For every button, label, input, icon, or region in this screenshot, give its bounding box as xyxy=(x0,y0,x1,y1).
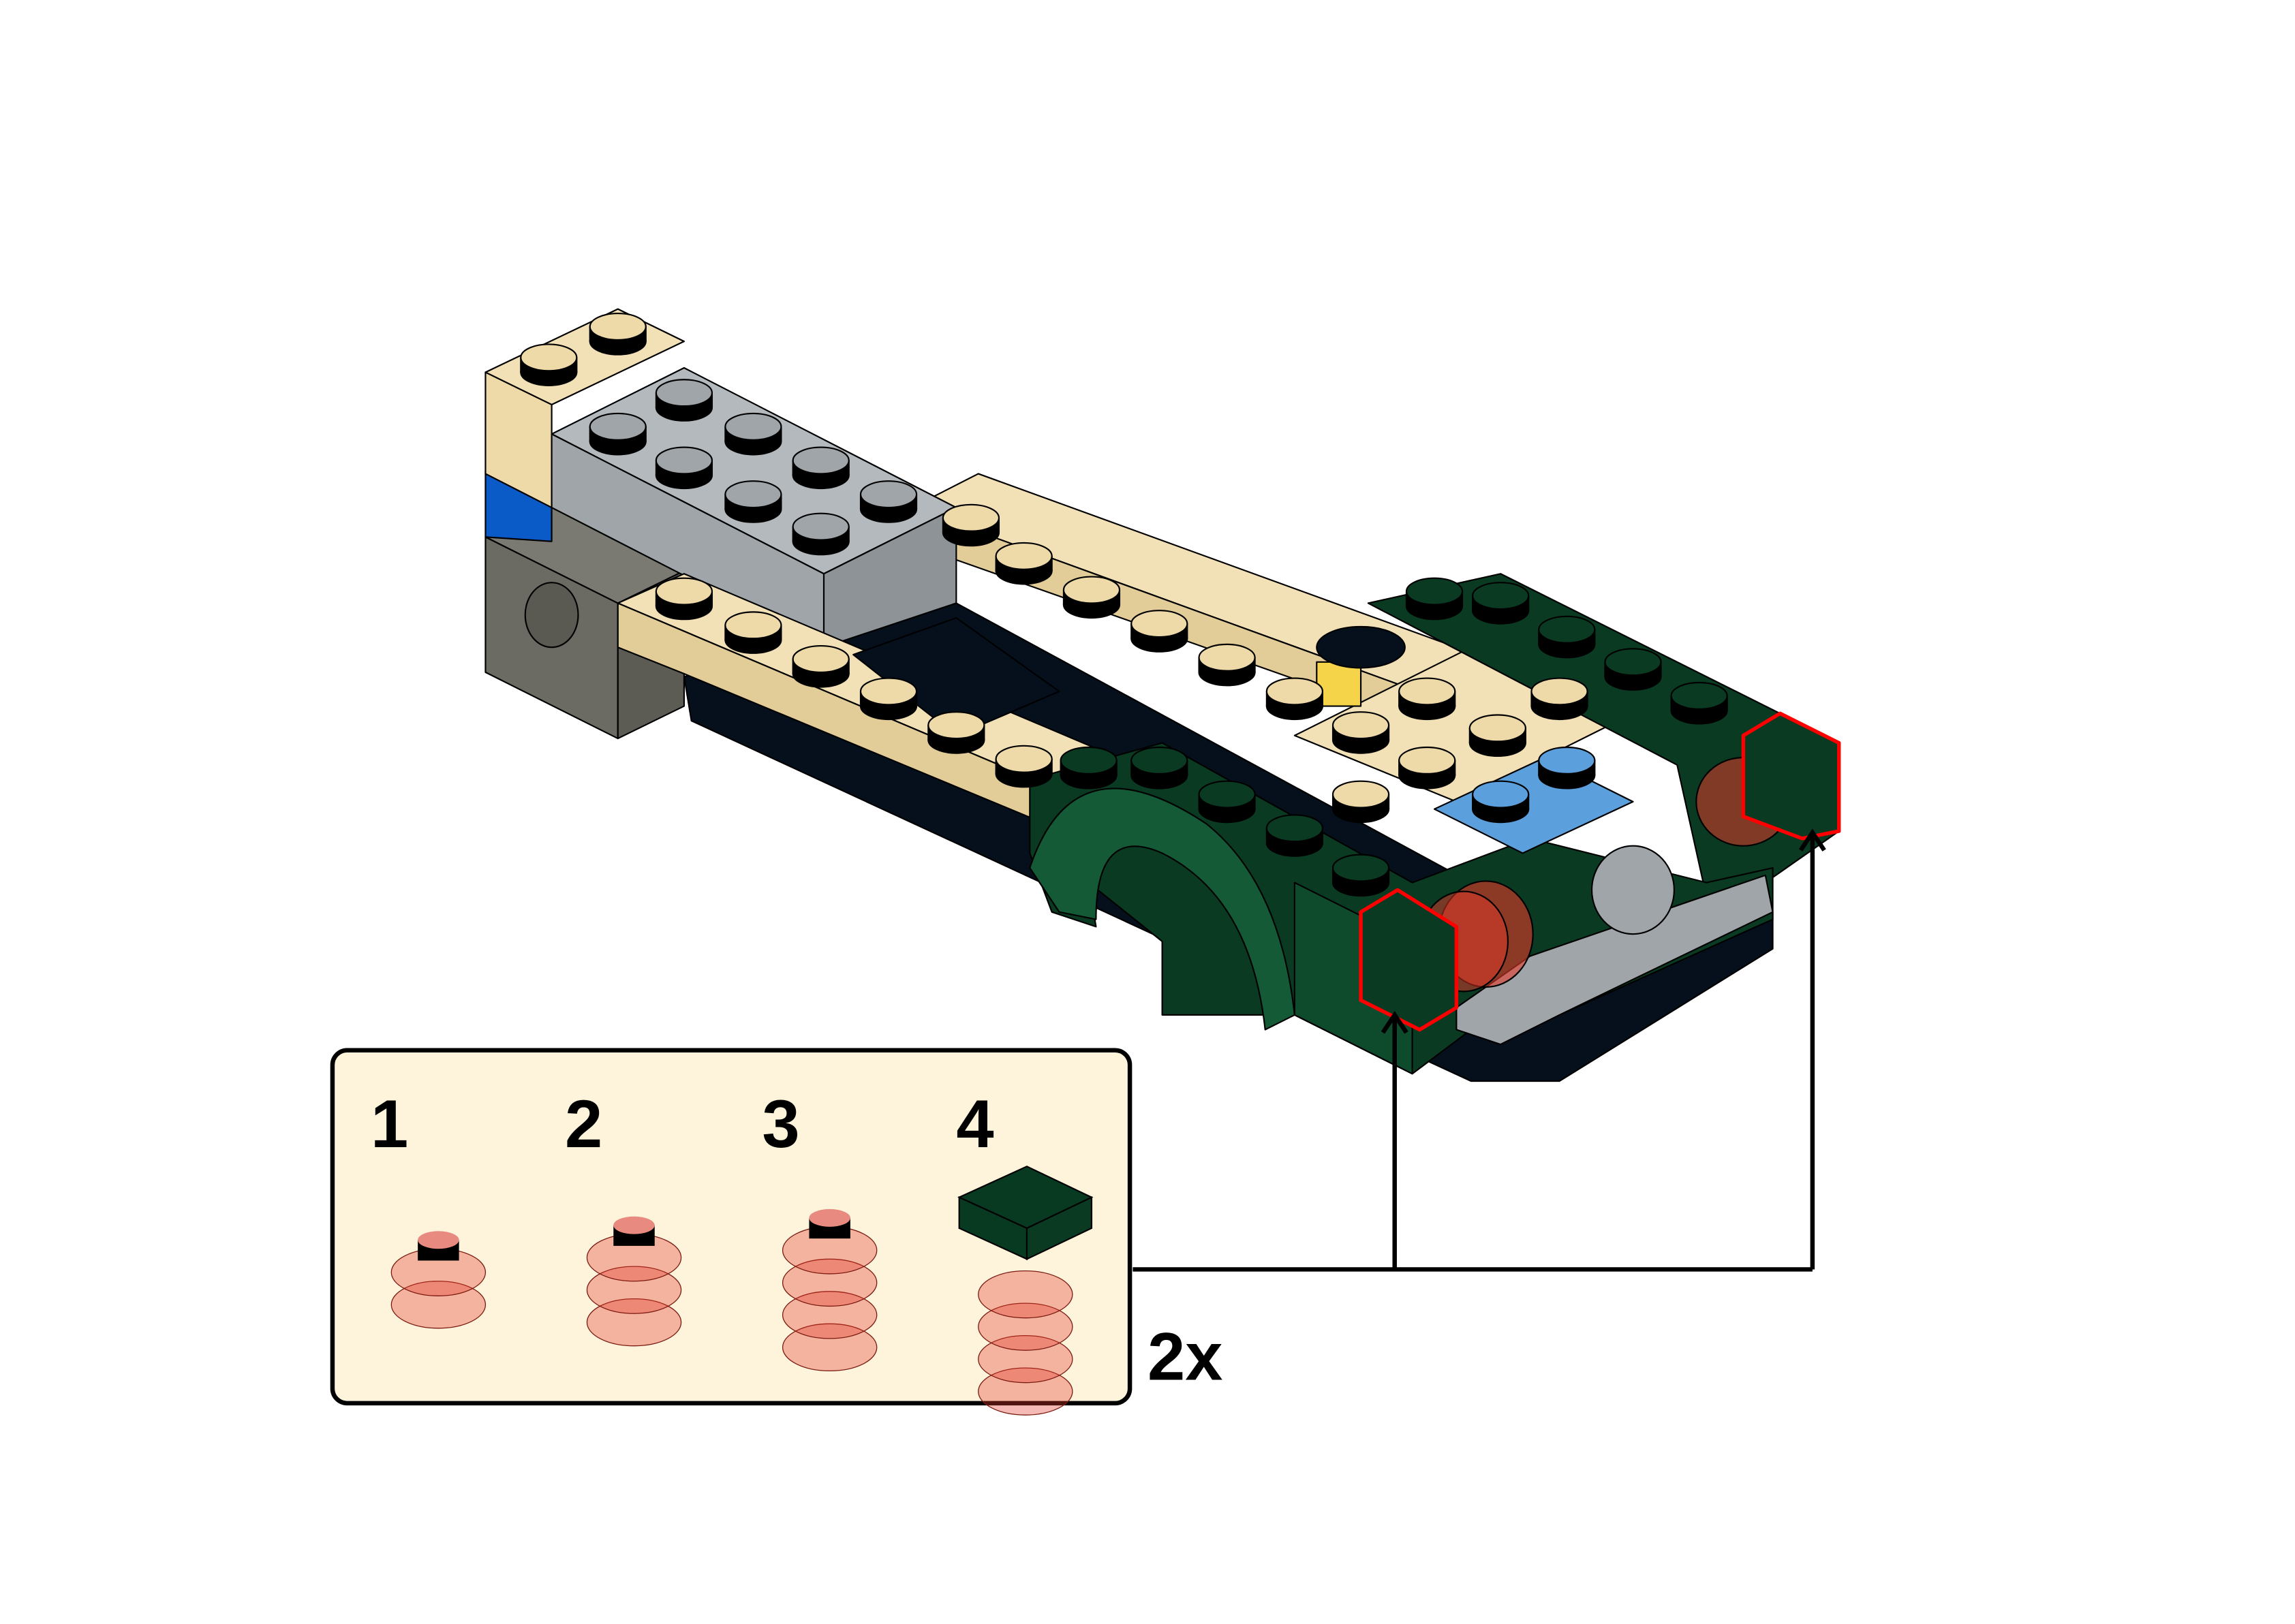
green-tile-part xyxy=(957,1166,1094,1261)
yellow-connector xyxy=(1316,661,1362,707)
stud xyxy=(1198,643,1256,687)
stud xyxy=(1198,780,1256,824)
quantity-multiplier: 2x xyxy=(1148,1319,1222,1394)
stud xyxy=(1062,576,1121,619)
stud xyxy=(1331,854,1390,897)
callout-box xyxy=(330,1048,1133,1406)
stud xyxy=(724,480,782,523)
stud xyxy=(589,412,647,456)
black-frame xyxy=(852,616,1060,736)
stud xyxy=(792,512,850,556)
arrowhead-rear xyxy=(1798,828,1826,852)
stud xyxy=(792,644,850,688)
stud xyxy=(1060,746,1118,790)
stud xyxy=(655,577,713,621)
trans-red-stack-step-3 xyxy=(782,1208,878,1372)
stud xyxy=(1472,582,1530,625)
black-round-plate xyxy=(1316,625,1406,669)
step-number-3: 3 xyxy=(762,1087,799,1162)
highlighted-green-tile-rear xyxy=(1741,711,1841,841)
stud xyxy=(995,542,1053,585)
step-number-4: 4 xyxy=(956,1087,994,1162)
stud xyxy=(1331,711,1390,754)
trans-red-stack-step-4 xyxy=(978,1270,1073,1416)
stud xyxy=(1670,681,1728,725)
trans-red-stack-step-2 xyxy=(586,1216,682,1347)
green-fender-arch xyxy=(1029,787,1295,1031)
stud xyxy=(1130,746,1188,790)
studs xyxy=(520,313,1728,897)
stud xyxy=(1604,648,1662,691)
step-number-1: 1 xyxy=(371,1087,408,1162)
trans-red-cones-front xyxy=(1359,880,1534,1032)
stud xyxy=(1538,615,1596,659)
stud xyxy=(859,677,918,721)
stud xyxy=(655,379,713,422)
stud xyxy=(1398,677,1456,721)
stud xyxy=(1468,714,1526,758)
stud xyxy=(995,745,1053,788)
stud xyxy=(1538,746,1596,790)
stud xyxy=(1130,610,1188,653)
stud xyxy=(1265,814,1323,857)
stud xyxy=(655,446,713,490)
stud xyxy=(520,343,578,386)
stud xyxy=(859,480,918,523)
stud xyxy=(724,611,782,654)
round-tile-light-gray xyxy=(1590,845,1675,935)
step-number-2: 2 xyxy=(565,1087,602,1162)
stud xyxy=(927,711,985,754)
assembled-model xyxy=(484,308,1841,1082)
light-gray-plate-bottom xyxy=(1455,874,1774,1046)
stud xyxy=(1265,677,1323,721)
stud xyxy=(792,446,850,490)
stud xyxy=(1530,677,1588,721)
stud xyxy=(724,412,782,456)
stud xyxy=(1472,780,1530,824)
light-gray-brick-side xyxy=(822,507,957,649)
trans-red-cones-rear xyxy=(1695,711,1841,847)
highlighted-green-tile-front xyxy=(1359,888,1459,1032)
sub-assembly-callout: 1 2 3 4 2x xyxy=(330,1048,1222,1416)
stud xyxy=(589,313,647,356)
stud xyxy=(1398,746,1456,790)
arrowhead-front xyxy=(1381,1011,1408,1034)
stud xyxy=(1331,780,1390,824)
callout-pointer-lines xyxy=(1133,828,1826,1272)
trans-red-stack-step-1 xyxy=(390,1231,487,1329)
technic-hole xyxy=(524,582,579,649)
stud xyxy=(1405,577,1464,621)
stud xyxy=(942,503,1000,547)
